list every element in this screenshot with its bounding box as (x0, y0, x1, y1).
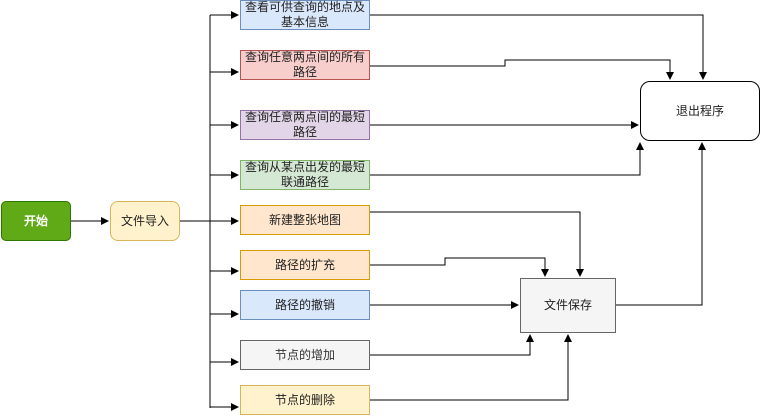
query-from-point-node: 查询从某点出发的最短联通路径 (240, 160, 370, 190)
query-shortest-label: 查询任意两点间的最短路径 (244, 110, 365, 139)
edge-query-from-exit (370, 142, 644, 176)
edge-add-save (370, 334, 534, 356)
start-node: 开始 (1, 201, 71, 241)
query-places-label: 查看可供查询的地点及基本信息 (244, 0, 365, 29)
edge-query-all-exit (370, 59, 674, 80)
file-save-label: 文件保存 (543, 298, 592, 312)
file-import-node: 文件导入 (110, 201, 180, 241)
start-label: 开始 (23, 213, 48, 228)
node-add-node: 节点的增加 (240, 340, 370, 370)
new-map-label: 新建整张地图 (268, 212, 341, 227)
node-delete-label: 节点的删除 (274, 392, 335, 407)
path-undo-label: 路径的撤销 (274, 297, 335, 312)
path-extend-node: 路径的扩充 (240, 250, 370, 280)
node-delete-node: 节点的删除 (240, 385, 370, 415)
edge-extend-save (370, 257, 549, 277)
file-import-label: 文件导入 (120, 213, 169, 228)
query-all-paths-label: 查询任意两点间的所有路径 (244, 50, 365, 79)
query-all-paths-node: 查询任意两点间的所有路径 (240, 50, 370, 80)
edge-new-map-save (370, 211, 584, 277)
path-undo-node: 路径的撤销 (240, 290, 370, 320)
exit-node: 退出程序 (640, 81, 760, 141)
edge-delete-save (370, 334, 572, 401)
query-from-point-label: 查询从某点出发的最短联通路径 (244, 160, 365, 189)
new-map-node: 新建整张地图 (240, 205, 370, 235)
file-save-node: 文件保存 (520, 278, 616, 333)
edge-query-places-exit (370, 14, 707, 80)
path-extend-label: 路径的扩充 (274, 257, 335, 272)
query-shortest-node: 查询任意两点间的最短路径 (240, 110, 370, 140)
query-places-node: 查看可供查询的地点及基本信息 (240, 0, 370, 30)
edge-save-exit (616, 142, 706, 306)
node-add-label: 节点的增加 (274, 347, 335, 362)
exit-label: 退出程序 (675, 103, 724, 118)
